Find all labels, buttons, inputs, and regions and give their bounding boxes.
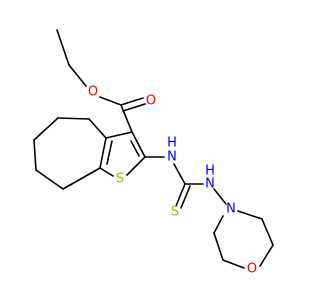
bond-c3a-c4 <box>88 118 107 139</box>
bond-carbonyl-c3 <box>120 104 133 133</box>
bond-c-n-right <box>237 210 263 220</box>
atom-h-nh1: H <box>167 136 177 151</box>
bond-c7a-c3a-inner <box>106 140 113 165</box>
bond-s-c7a <box>99 167 114 177</box>
atom-o-carbonyl: O <box>146 94 156 109</box>
bond-c3-c2 <box>131 131 146 158</box>
bond-c2-s <box>126 156 146 176</box>
atom-h-nh2: H <box>205 164 215 179</box>
bond-c-o-double-b <box>122 103 146 112</box>
bond-c8-c7a <box>62 167 101 190</box>
bond-c6-c7 <box>33 139 37 171</box>
atom-n-morpholine: N <box>226 202 236 217</box>
atom-o-morpholine: O <box>247 262 257 277</box>
bond-ch2-o <box>68 64 87 87</box>
atom-n-1: N <box>167 150 177 165</box>
bond-c4-c5 <box>57 117 90 120</box>
bond-nh2-n <box>213 188 227 205</box>
bond-c-s-double-b <box>180 185 191 209</box>
atom-labels: O O S H N H N S N O <box>88 85 257 277</box>
bond-c7-c8 <box>35 169 64 190</box>
bond-c-left-c <box>213 232 224 261</box>
bond-c3a-c3 <box>105 131 133 139</box>
bond-c-o-double-a <box>120 97 144 106</box>
atom-n-2: N <box>205 177 215 192</box>
bond-ch3-ch2 <box>56 29 70 66</box>
atom-o-ester: O <box>88 85 98 100</box>
bond-c3-c2-inner <box>130 140 140 157</box>
bonds <box>33 29 274 269</box>
bond-n-c-left <box>213 215 224 234</box>
molecule-structure: O O S H N H N S N O <box>33 29 274 277</box>
atom-s-thione: S <box>171 205 179 220</box>
bond-c5-c6 <box>33 117 59 141</box>
bond-c-s-double-a <box>175 183 186 207</box>
bond-c7a-c3a <box>99 137 107 169</box>
bond-o-c-right <box>259 244 274 267</box>
bond-c-right-c <box>261 218 274 246</box>
bond-o-carbonyl-c <box>99 96 122 106</box>
atom-s-thiophene: S <box>116 172 124 187</box>
bond-nh-cs <box>173 163 186 185</box>
bond-c-o-left <box>222 259 245 269</box>
